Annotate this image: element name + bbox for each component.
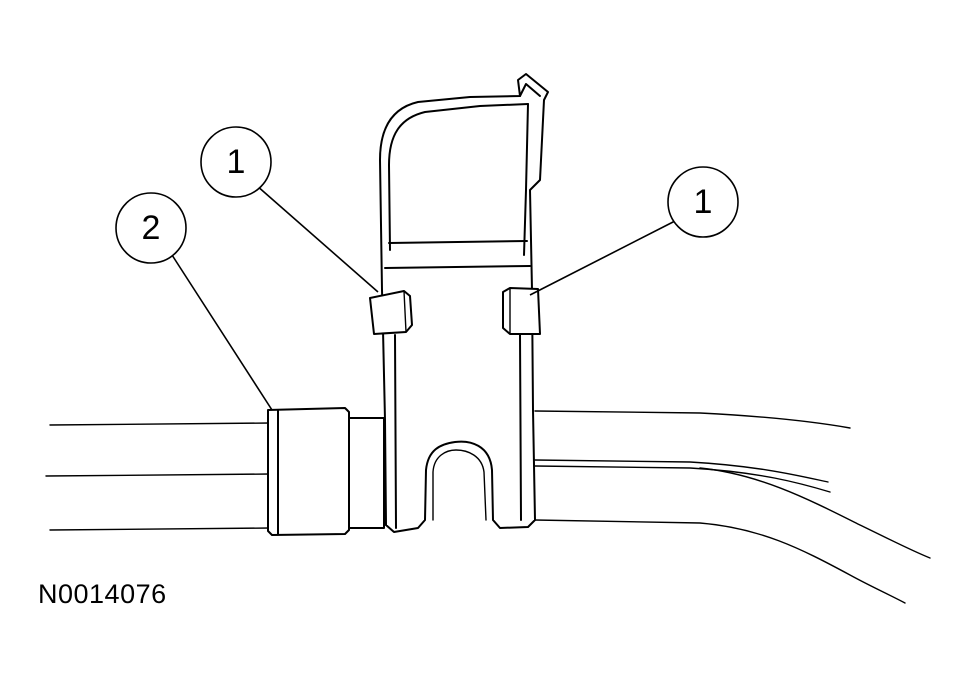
connector-sleeve [267,407,385,536]
clip-band-top [388,240,528,244]
clip-right-arm-inner [519,334,522,521]
clip-locking-tab-left [369,290,413,335]
leader-callout-1-left [255,184,379,293]
leader-callout-1-right [529,220,676,296]
clip-left-arm-inner [394,334,397,529]
callout-1-left-label: 1 [227,143,246,181]
sleeve-collar [347,417,385,529]
tube-right-bend-edge [699,467,931,559]
clip-top-flange-inner [388,103,529,251]
callout-1-right-label: 1 [694,183,713,221]
clip-right-edge-inner [523,103,529,256]
clip-slot-inner [432,449,487,521]
leader-callout-2 [171,254,273,411]
clip-band-bottom [384,265,531,269]
tube-lower-edge [49,519,906,604]
clip-outline [379,73,549,533]
callout-1-left: 1 [200,126,272,198]
clip-locking-tab-right [502,287,541,335]
sleeve-body [267,407,350,536]
callout-2: 2 [115,192,187,264]
figure-reference-code: N0014076 [38,579,167,609]
clip-hook-edge [519,83,541,97]
tube-middle-edge-2 [534,465,831,493]
retaining-clip [379,73,549,533]
tube-middle-edge [45,459,829,483]
callout-1-right: 1 [667,166,739,238]
callout-2-label: 2 [142,209,161,247]
